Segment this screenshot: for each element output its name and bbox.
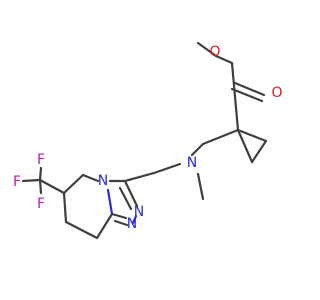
bond-cyclopropyl-ch2 xyxy=(201,128,240,146)
bond-c8-c8a xyxy=(95,212,114,240)
bond-c5-c6 xyxy=(62,173,85,195)
bond-carbonyl-double-o-1 xyxy=(230,87,264,103)
triazole-n4-label: N xyxy=(98,173,108,189)
triazole-n2-label: N xyxy=(134,204,144,220)
amine-nitrogen-label: N xyxy=(187,155,197,171)
bond-ch2-n xyxy=(190,142,205,157)
fluorine-bottom-label: F xyxy=(37,196,45,212)
bond-cf3-f-top xyxy=(38,166,43,182)
bond-cyclopropyl-3 xyxy=(236,128,254,164)
bond-triazole-c3-n2-double xyxy=(118,186,133,211)
bond-cyclopropyl-2 xyxy=(250,139,268,164)
fluorine-top-label: F xyxy=(37,152,45,168)
bond-ch2-triazole-c xyxy=(123,171,156,183)
triazole-n1-label: N xyxy=(127,216,137,232)
bond-cf3-f-bottom xyxy=(38,178,43,195)
bond-n-ch2-left xyxy=(152,162,182,175)
bond-triazole-c8a-n1 xyxy=(110,212,128,220)
bond-cf3-f-left xyxy=(21,178,42,183)
bond-triazole-n1-n2 xyxy=(131,214,138,225)
bond-n4-c5 xyxy=(81,173,100,183)
bond-triazole-n4-c8a xyxy=(106,188,114,216)
bond-c6-cf3 xyxy=(38,178,66,195)
bond-triazole-c8a-n1-double xyxy=(113,219,129,227)
ester-oxygen-label: O xyxy=(209,44,220,60)
bond-n-methyl xyxy=(196,172,205,201)
bond-carbonyl-double-o-2 xyxy=(233,81,266,97)
bond-carbonyl-c-cyclopropyl xyxy=(230,61,240,132)
bond-ester-o-carbonyl xyxy=(214,54,234,65)
bond-cyclopropyl-1 xyxy=(236,128,268,143)
bond-triazole-c3-n2 xyxy=(123,179,139,208)
bond-methyl-ester-o xyxy=(196,41,218,58)
bond-c6-c7 xyxy=(62,191,68,224)
fluorine-left-label: F xyxy=(13,174,21,190)
bond-c7-c8 xyxy=(64,220,99,240)
molecule-canvas: O O N N N N F F F xyxy=(12,41,283,240)
structure-diagram: O O N N N N F F F xyxy=(13,41,283,240)
carbonyl-oxygen-label: O xyxy=(271,85,282,101)
